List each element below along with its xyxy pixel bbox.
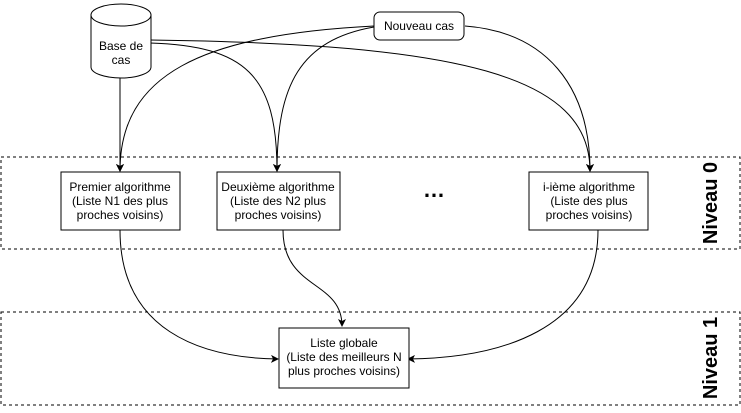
algorithm-2-line3: proches voisins) — [235, 208, 322, 222]
edge-algo3-to-global — [407, 229, 599, 363]
algorithm-2-line2: (Liste des N2 plus — [230, 194, 326, 208]
level-0-frame — [0, 156, 741, 250]
edge-case-to-algo1 — [116, 25, 375, 172]
database-label-line2: cas — [112, 53, 131, 67]
global-list-line2: (Liste des meilleurs N — [286, 350, 401, 364]
edge-case-to-algo2 — [273, 26, 375, 172]
new-case-label: Nouveau cas — [384, 19, 454, 33]
algorithm-1-node[interactable]: Premier algorithme (Liste N1 des plus pr… — [60, 171, 181, 231]
algorithm-1-line3: proches voisins) — [77, 208, 164, 222]
algorithm-2-line1: Deuxième algorithme — [221, 180, 335, 194]
connectors — [116, 25, 599, 363]
case-database[interactable]: Base de cas — [90, 3, 152, 79]
level-1-frame — [0, 311, 741, 406]
new-case-node[interactable]: Nouveau cas — [373, 11, 465, 41]
algorithm-1-line2: (Liste N1 des plus — [72, 194, 168, 208]
algorithm-i-line3: proches voisins) — [546, 208, 633, 222]
level-1-label: Niveau 1 — [700, 317, 722, 399]
more-algorithms-ellipsis: … — [423, 177, 445, 202]
algorithm-i-line1: i-ième algorithme — [543, 180, 635, 194]
algorithm-i-node[interactable]: i-ième algorithme (Liste des plus proche… — [528, 171, 649, 231]
edge-db-to-algo3 — [149, 39, 594, 172]
edge-algo1-to-global — [119, 229, 279, 363]
database-label-line1: Base de — [99, 39, 143, 53]
global-list-line3: plus proches voisins) — [288, 364, 400, 378]
level-0-label: Niveau 0 — [700, 162, 722, 244]
edge-case-to-algo3 — [464, 25, 594, 172]
algorithm-1-line1: Premier algorithme — [69, 180, 171, 194]
edge-algo2-to-global — [282, 229, 346, 327]
edge-db-to-algo2 — [149, 42, 281, 172]
global-list-node[interactable]: Liste globale (Liste des meilleurs N plu… — [278, 327, 410, 389]
algorithm-2-node[interactable]: Deuxième algorithme (Liste des N2 plus p… — [216, 171, 341, 231]
algorithm-i-line2: (Liste des plus — [550, 194, 627, 208]
database-cylinder-icon — [90, 15, 152, 79]
database-top — [90, 3, 152, 27]
global-list-line1: Liste globale — [310, 336, 378, 350]
